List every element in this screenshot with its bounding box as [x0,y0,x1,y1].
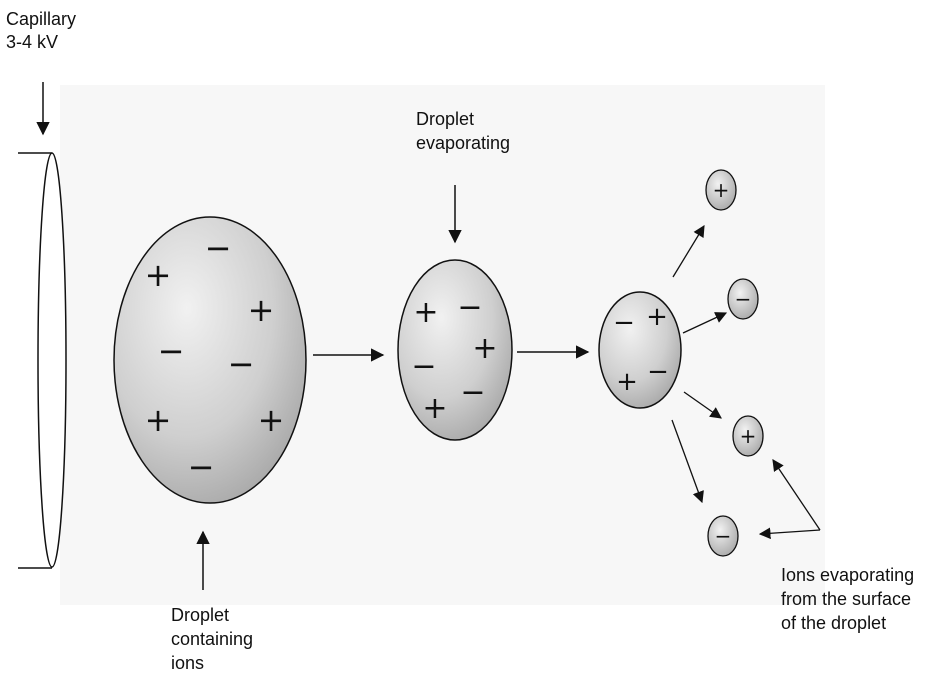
ion-body [707,515,739,557]
droplet-containing-ions-line-1: Droplet [171,605,229,625]
charge-plus: + [646,302,668,332]
droplet-small-body [598,291,682,409]
emission-arrow-1 [672,225,705,278]
charge-minus: − [613,308,635,338]
droplet-containing-ions-label: Droplet containing ions [171,605,258,673]
capillary-label: Capillary 3-4 kV [6,9,81,52]
emitted-ion: − [707,515,739,557]
ions-evaporating-line-2: from the surface [781,589,911,609]
charge-minus: − [647,357,669,387]
capillary: Capillary 3-4 kV [6,9,81,569]
charge-minus: − [228,345,255,383]
ions-evaporating-line-3: of the droplet [781,613,886,633]
droplet-evaporating-line-2: evaporating [416,133,510,153]
droplet-medium-body [397,259,513,441]
ions-evaporating-label: Ions evaporating from the surface of the… [781,565,919,633]
charge-plus: + [145,401,172,439]
ion-charge-minus: − [715,524,732,548]
capillary-label-line-1: Capillary [6,9,76,29]
charge-minus: − [460,375,485,410]
charge-plus: + [616,367,638,397]
charge-plus: + [145,256,172,294]
ions-evaporating-line-1: Ions evaporating [781,565,914,585]
ion-charge-plus: + [740,424,757,448]
ion-charge-minus: − [735,287,752,311]
droplet-evaporating-line-1: Droplet [416,109,474,129]
droplet-large: + − + − − + + − Droplet containing ions [113,216,307,673]
charge-plus: + [413,295,438,330]
capillary-opening [37,152,67,568]
charge-plus: + [472,331,497,366]
charge-minus: − [158,332,185,370]
ion-body [705,169,737,211]
charge-minus: − [205,229,232,267]
emission-arrow-2 [682,312,728,334]
ion-body [732,415,764,457]
callout-arrow-upper [772,459,821,531]
droplet-evaporating-label: Droplet evaporating [416,109,510,153]
charge-plus: + [248,291,275,329]
emitted-ion: + [705,169,737,211]
droplet-containing-ions-line-2: containing [171,629,253,649]
emission-arrow-4 [671,419,704,504]
charge-minus: − [411,349,436,384]
droplet-containing-ions-line-3: ions [171,653,204,673]
charge-plus: + [422,391,447,426]
ion-charge-plus: + [713,178,730,202]
emission-arrow-3 [683,391,722,419]
droplet-medium: + − + − − + Droplet evaporating [397,109,513,441]
droplet-small: − + + − [598,291,682,409]
droplet-large-body [113,216,307,504]
capillary-label-line-2: 3-4 kV [6,32,58,52]
ions-evaporating-callout: Ions evaporating from the surface of the… [758,459,919,633]
ion-body [727,278,759,320]
emitted-ion: + [732,415,764,457]
charge-minus: − [457,290,482,325]
emitted-ion: − [727,278,759,320]
callout-arrow-lower [758,527,821,540]
charge-minus: − [188,448,215,486]
charge-plus: + [258,401,285,439]
